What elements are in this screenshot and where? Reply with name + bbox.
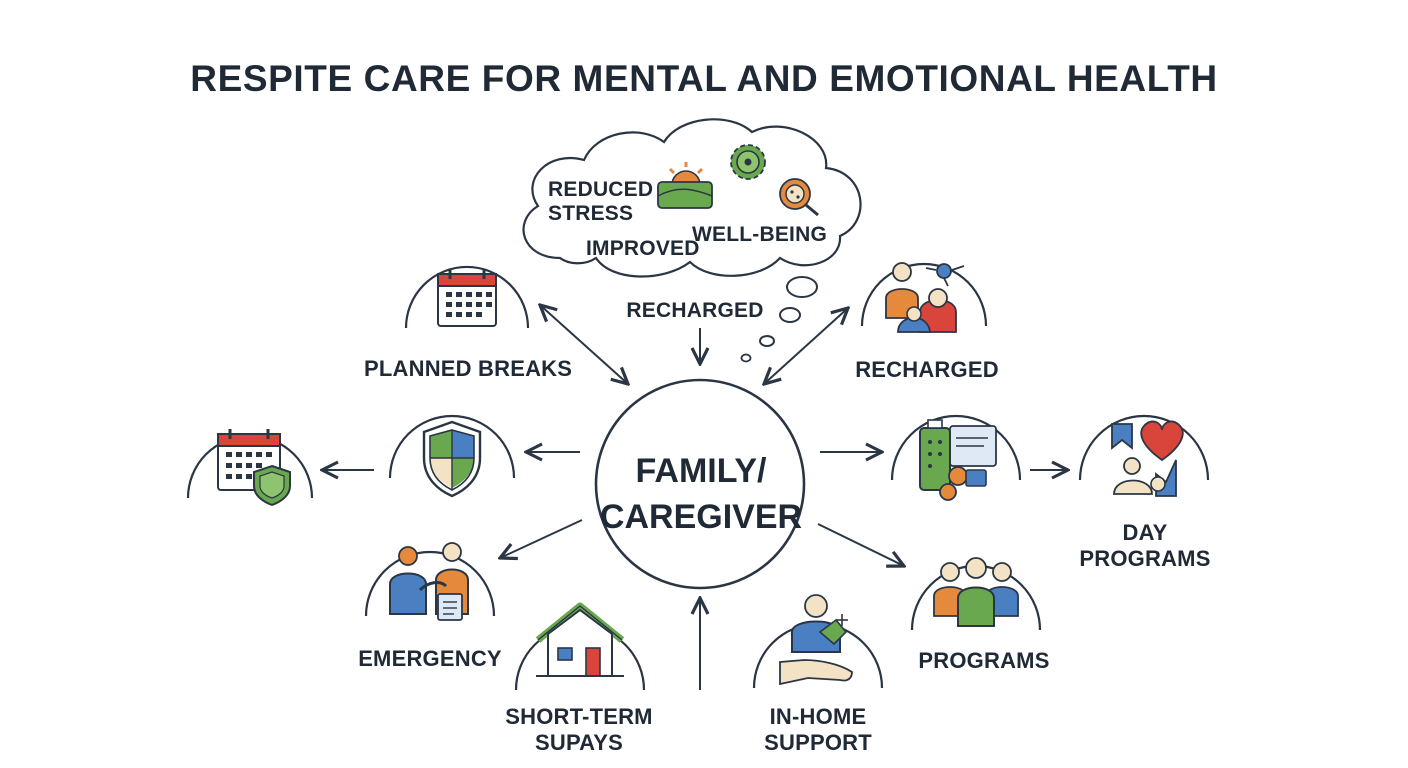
gear-icon [730, 144, 766, 180]
caring-hand-icon [779, 594, 853, 686]
node-day-programs [1078, 414, 1210, 497]
care-kit-icon [919, 419, 997, 501]
cloud-label-reduced-stress: REDUCED STRESS [548, 178, 654, 226]
calendar-shield-icon [217, 429, 291, 507]
center-label-line1: FAMILY/ [635, 452, 767, 490]
house-icon [535, 602, 625, 677]
label-day-programs-line2: PROGRAMS [1079, 546, 1211, 571]
thought-bubble-tiny [740, 353, 752, 363]
label-recharged-top: RECHARGED [626, 299, 764, 322]
arrow-center-to-programs [817, 523, 904, 566]
label-day-programs-line1: DAY [1122, 520, 1168, 545]
node-planned-breaks [404, 265, 530, 329]
label-short-term: SHORT-TERM SUPAYS [494, 704, 664, 756]
center-label: FAMILY/ CAREGIVER [596, 448, 806, 540]
arrow-planned-breaks-center [540, 305, 628, 384]
label-day-programs: DAY PROGRAMS [1070, 520, 1220, 572]
label-in-home-line2: SUPPORT [764, 730, 872, 755]
node-emergency [364, 542, 496, 621]
node-recharged-right [860, 262, 988, 333]
arrow-recharged-right-center [764, 308, 848, 384]
thought-bubble-large [786, 276, 818, 298]
node-shield [388, 414, 516, 498]
cloud-label-stress: STRESS [548, 202, 634, 225]
calendar-icon [437, 269, 497, 327]
family-icon [885, 262, 965, 333]
arrow-center-to-emergency [500, 519, 583, 558]
label-in-home-line1: IN-HOME [769, 704, 867, 729]
cloud-label-reduced: REDUCED [548, 178, 654, 201]
handshake-icon [389, 542, 469, 621]
label-emergency: EMERGENCY [358, 646, 502, 671]
connector-arrows [322, 305, 1068, 690]
node-short-term [514, 602, 646, 691]
label-planned-breaks: PLANNED BREAKS [364, 356, 573, 381]
page-title: RESPITE CARE FOR MENTAL AND EMOTIONAL HE… [190, 58, 1218, 99]
cloud-label-well-being: WELL-BEING [692, 223, 827, 246]
cloud-label-improved: IMPROVED [586, 237, 700, 260]
label-in-home: IN-HOME SUPPORT [738, 704, 898, 756]
center-circle [594, 378, 806, 590]
shield-icon [422, 420, 482, 498]
thought-bubble-medium [779, 307, 801, 323]
node-programs [910, 557, 1042, 631]
thought-bubble-small [759, 335, 775, 347]
node-support-kit [890, 414, 1022, 501]
sunrise-icon [657, 162, 713, 209]
magnifier-icon [779, 178, 819, 217]
label-programs: PROGRAMS [918, 648, 1050, 673]
day-programs-icon [1111, 420, 1184, 497]
group-icon [933, 557, 1019, 627]
label-short-term-line2: SUPAYS [534, 730, 624, 755]
center-label-line2: CAREGIVER [599, 498, 803, 536]
node-calendar-shield [186, 429, 314, 507]
label-recharged-right: RECHARGED [855, 357, 999, 382]
label-short-term-line1: SHORT-TERM [505, 704, 653, 729]
thought-cloud [522, 118, 862, 363]
node-in-home [752, 594, 884, 689]
